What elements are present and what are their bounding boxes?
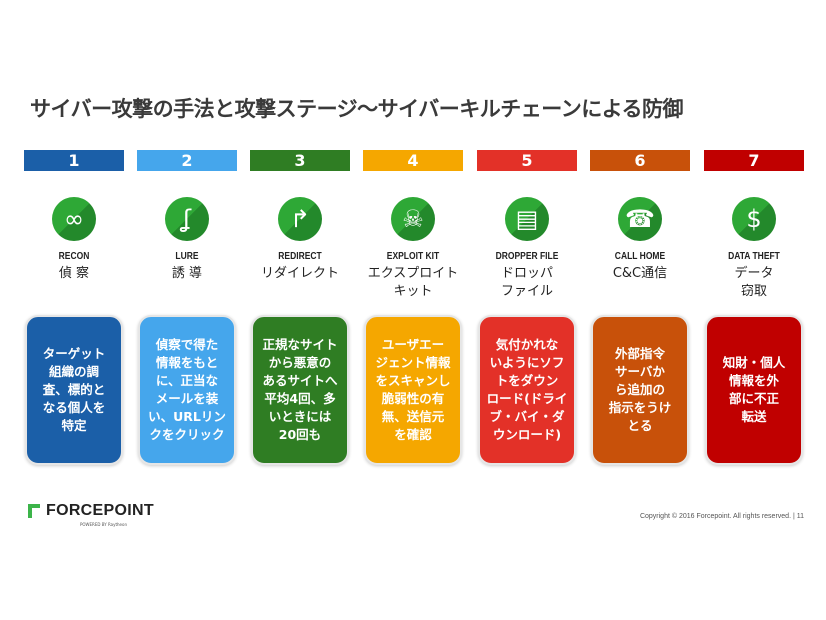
forcepoint-logo: FORCEPOINT: [28, 502, 154, 520]
stage-japanese-label: リダイレクト: [260, 266, 339, 281]
stage-japanese-label: 誘 導: [171, 266, 203, 281]
stage-description-box: 知財・個人 情報を外 部に不正 転送: [705, 315, 803, 465]
stage-number: 6: [590, 150, 690, 171]
kill-chain-stage: 7 $ DATA THEFT データ 窃取: [704, 150, 804, 303]
logo-subtitle: POWERED BY Raytheon: [80, 522, 127, 527]
stage-japanese-label: エクスプロイト キット: [367, 266, 459, 299]
stage-english-label: DROPPER FILE: [495, 251, 559, 262]
stage-description-box: 外部指令 サーバか ら追加の 指示をうけ とる: [591, 315, 689, 465]
stage-number: 7: [704, 150, 804, 171]
stage-japanese-label: ドロッパ ファイル: [500, 266, 553, 299]
stage-english-label: LURE: [175, 251, 199, 262]
stage-description-box: ユーザエー ジェント情報 をスキャンし 脆弱性の有 無、送信元 を確認: [364, 315, 462, 465]
copyright: Copyright © 2016 Forcepoint. All rights …: [639, 513, 804, 520]
stage-japanese-label: C&C通信: [612, 266, 668, 281]
stage-description-box: ターゲット 組織の調 査、標的と なる個人を 特定: [25, 315, 123, 465]
kill-chain-stage: 6 ☎ CALL HOME C&C通信: [590, 150, 690, 303]
fishhook-icon: ʆ: [165, 197, 209, 241]
dropper-file-icon: ▤: [505, 197, 549, 241]
stage-description-box: 正規なサイト から悪意の あるサイトへ 平均4回、多 いときには 20回も: [251, 315, 349, 465]
logo-mark-icon: [28, 504, 40, 518]
stage-english-label: REDIRECT: [278, 251, 322, 262]
stage-english-label: DATA THEFT: [728, 251, 780, 262]
stage-description-box: 気付かれな いようにソフ トをダウン ロード(ドライ ブ・バイ・ダ ウンロード): [478, 315, 576, 465]
kill-chain-stage: 1 ∞ RECON 偵 察: [24, 150, 124, 303]
stage-number: 2: [137, 150, 237, 171]
stage-japanese-label: データ 窃取: [734, 266, 774, 299]
stage-english-label: EXPLOIT KIT: [386, 251, 440, 262]
stage-japanese-label: 偵 察: [58, 266, 90, 281]
kill-chain-stage: 4 ☠ EXPLOIT KIT エクスプロイト キット: [363, 150, 463, 303]
logo-text: FORCEPOINT: [46, 502, 154, 519]
binoculars-icon: ∞: [52, 197, 96, 241]
stage-number: 1: [24, 150, 124, 171]
stage-number: 4: [363, 150, 463, 171]
kill-chain-stage: 5 ▤ DROPPER FILE ドロッパ ファイル: [477, 150, 577, 303]
stage-english-label: RECON: [58, 251, 90, 262]
stage-number: 5: [477, 150, 577, 171]
slide-title: サイバー攻撃の手法と攻撃ステージ〜サイバーキルチェーンによる防御: [30, 97, 684, 121]
toolbox-skull-icon: ☠: [391, 197, 435, 241]
kill-chain-stage: 3 ↱ REDIRECT リダイレクト: [250, 150, 350, 303]
money-down-icon: $: [732, 197, 776, 241]
stage-number: 3: [250, 150, 350, 171]
kill-chain-stage: 2 ʆ LURE 誘 導: [137, 150, 237, 303]
stage-english-label: CALL HOME: [614, 251, 666, 262]
stage-description-box: 偵察で得た 情報をもと に、正当な メールを装 い、URLリン クをクリック: [138, 315, 236, 465]
redirect-arrow-icon: ↱: [278, 197, 322, 241]
telephone-icon: ☎: [618, 197, 662, 241]
